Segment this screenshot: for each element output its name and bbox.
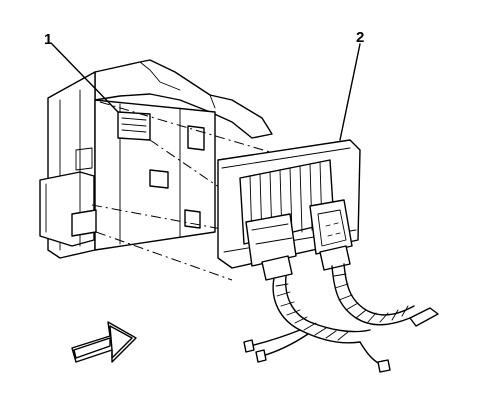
arrow-right-3d-icon <box>71 321 137 363</box>
callout-leaders <box>51 43 361 141</box>
control-module <box>217 139 361 281</box>
mounting-bracket <box>39 59 273 259</box>
wiring-harness <box>243 263 439 373</box>
callout-1: 1 <box>44 31 52 48</box>
leader-line-1 <box>51 43 119 113</box>
callout-2: 2 <box>356 29 364 46</box>
leader-line-2 <box>339 43 361 141</box>
